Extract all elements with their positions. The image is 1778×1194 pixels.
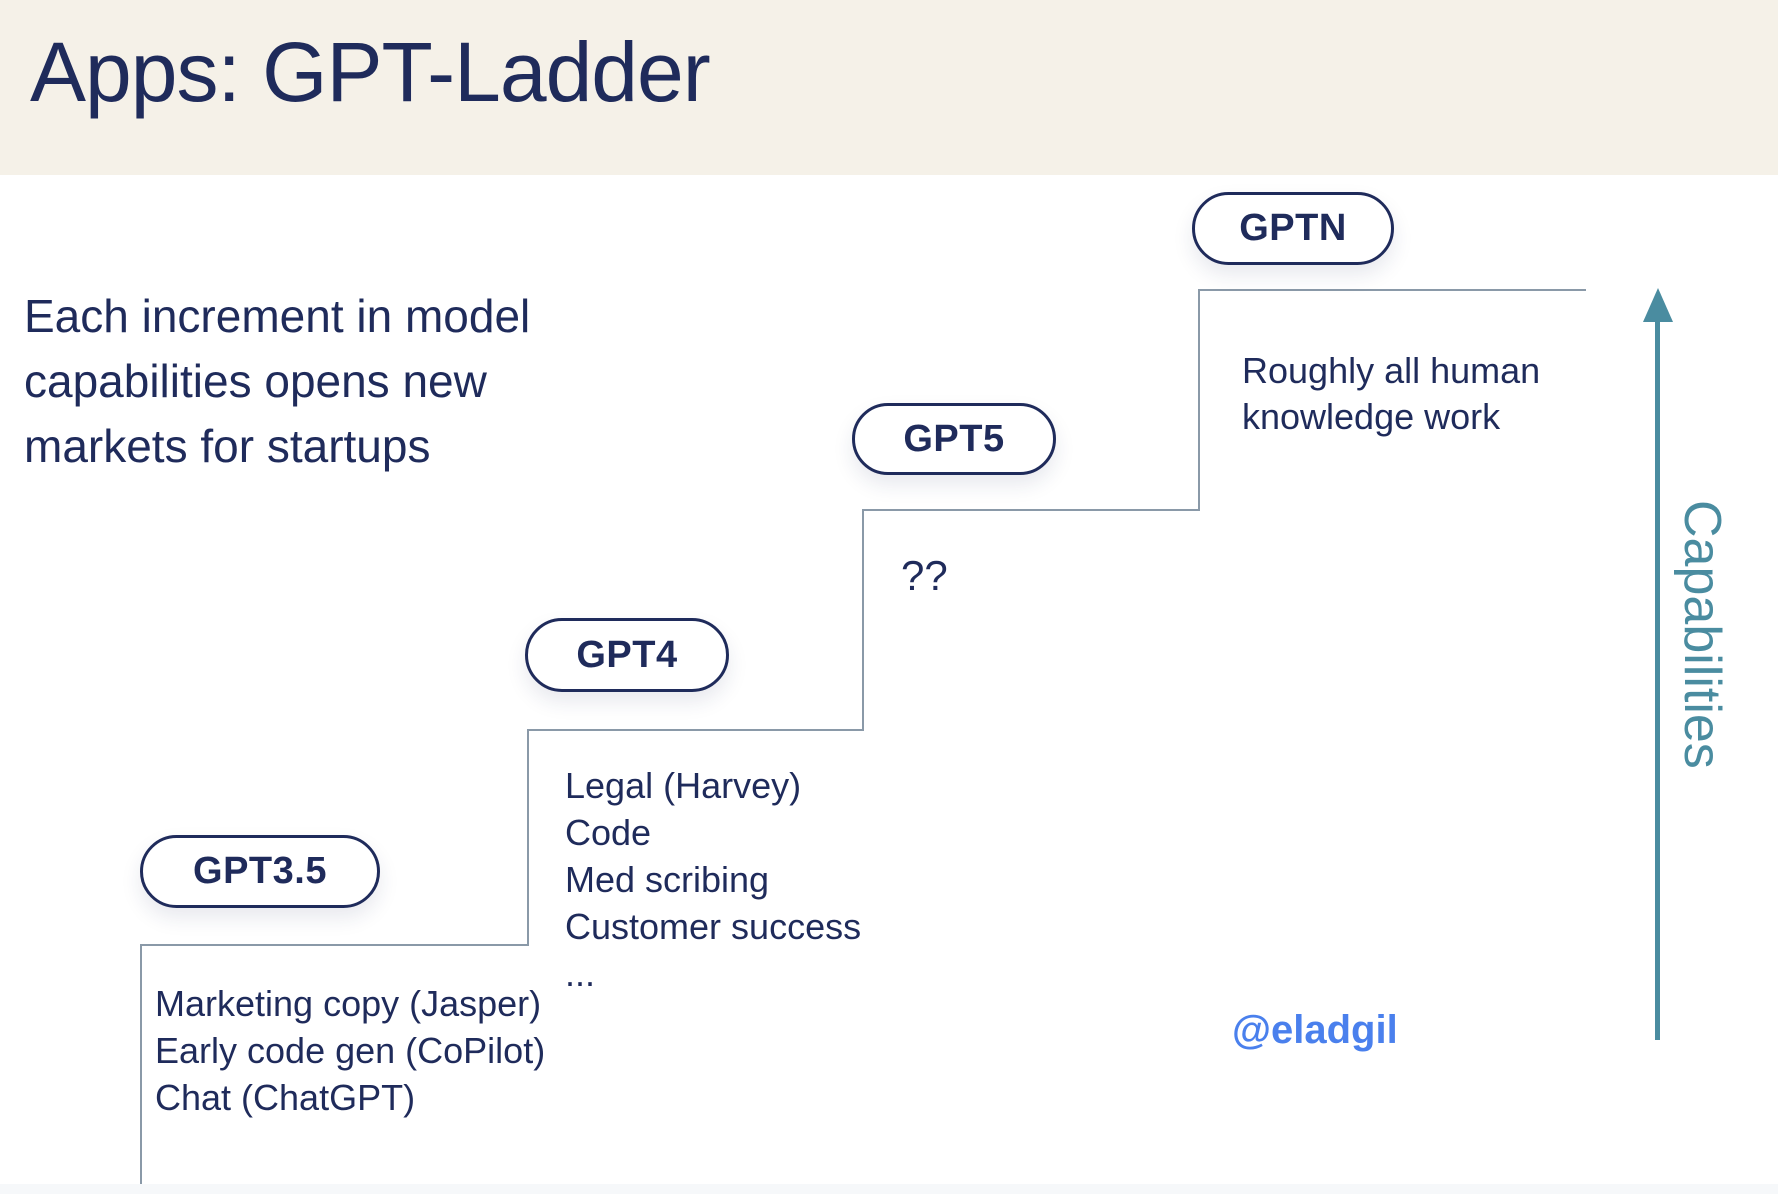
market-item: Chat (ChatGPT)	[155, 1077, 416, 1118]
market-item: Marketing copy (Jasper)	[155, 983, 542, 1024]
step-line-gpt35-vertical	[527, 729, 529, 946]
gptn-markets: Roughly all human knowledge work	[1242, 350, 1541, 437]
header-band: Apps: GPT-Ladder	[0, 0, 1778, 175]
slide-title: Apps: GPT-Ladder	[30, 25, 711, 119]
gpt4-markets: Legal (Harvey) Code Med scribing Custome…	[565, 762, 861, 997]
market-item: ...	[565, 953, 596, 994]
intro-text: Each increment in model capabilities ope…	[24, 290, 531, 472]
capabilities-axis-line	[1655, 318, 1660, 1040]
gpt35-markets: Marketing copy (Jasper) Early code gen (…	[155, 980, 545, 1121]
step-line-gpt5-vertical	[1198, 289, 1200, 511]
gptn-pill-label: GPTN	[1239, 207, 1347, 249]
market-item: Legal (Harvey)	[565, 765, 802, 806]
step-line-gpt4-vertical	[862, 509, 864, 731]
market-item: Code	[565, 812, 652, 853]
market-item: Customer success	[565, 906, 862, 947]
capabilities-axis-label: Capabilities	[1673, 500, 1731, 769]
bottom-strip	[0, 1184, 1778, 1194]
gpt35-pill-label: GPT3.5	[193, 850, 327, 892]
gpt35-pill: GPT3.5	[140, 835, 380, 908]
market-item: Early code gen (CoPilot)	[155, 1030, 546, 1071]
gpt5-markets: ??	[901, 552, 948, 599]
gpt5-pill: GPT5	[852, 403, 1056, 475]
step-line-gpt5-horizontal	[862, 509, 1200, 511]
step-line-gptn-horizontal	[1198, 289, 1586, 291]
gpt5-pill-label: GPT5	[903, 417, 1005, 460]
up-arrow-icon	[1643, 288, 1673, 322]
step-line-gpt4-horizontal	[527, 729, 864, 731]
market-item: Med scribing	[565, 859, 770, 900]
gptn-pill: GPTN	[1192, 192, 1394, 265]
attribution: @eladgil	[1232, 1008, 1398, 1052]
gpt4-pill: GPT4	[525, 618, 729, 692]
step-line-gpt35-horizontal	[140, 944, 529, 946]
step-line-base-vertical	[140, 944, 142, 1184]
gpt4-pill-label: GPT4	[576, 633, 678, 676]
